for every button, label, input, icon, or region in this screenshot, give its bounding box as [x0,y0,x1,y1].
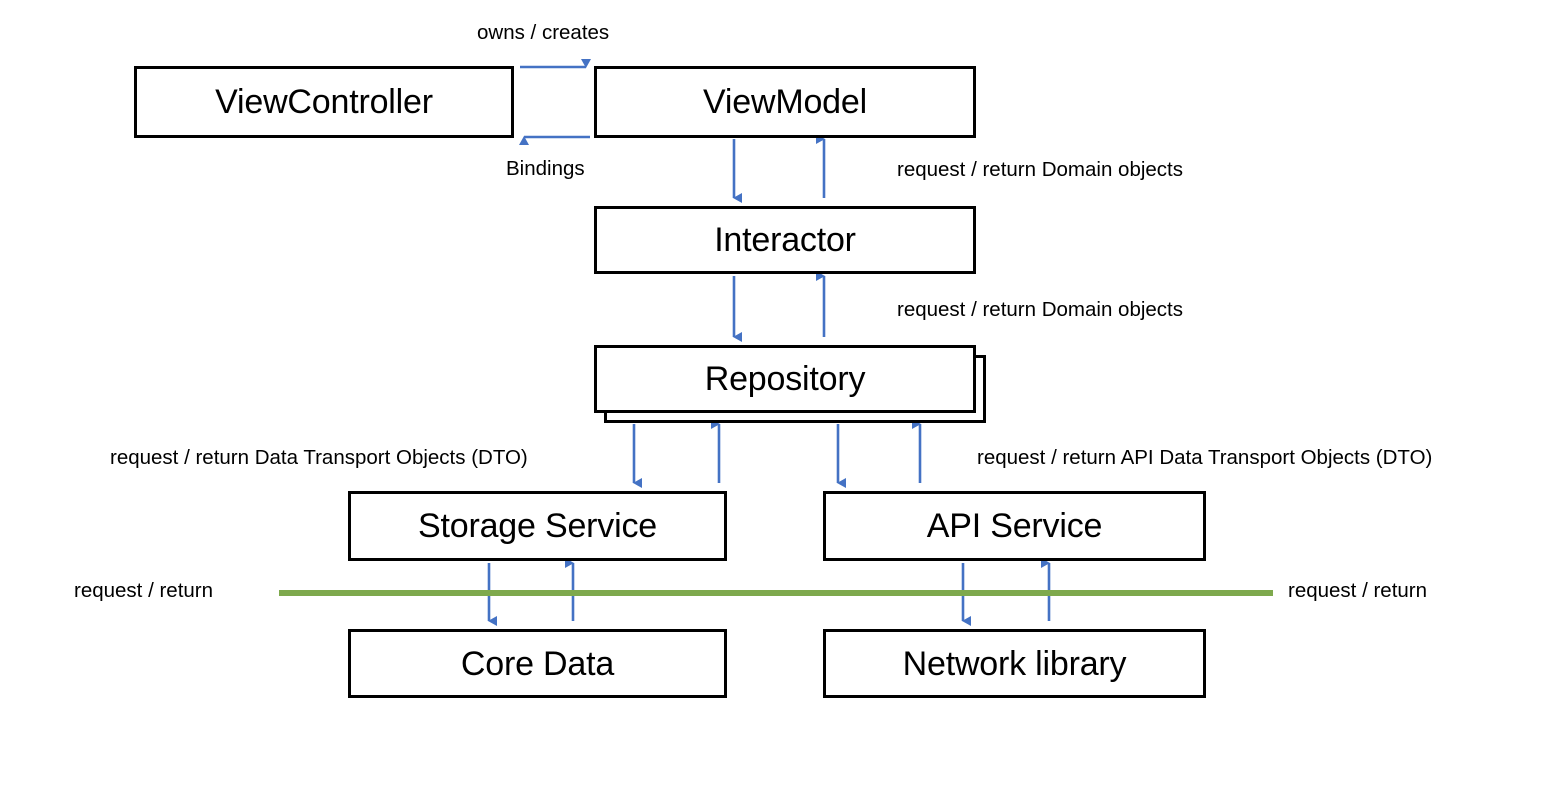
node-network-library[interactable]: Network library [823,629,1206,698]
node-view-controller[interactable]: ViewController [134,66,514,138]
node-label-storage-service: Storage Service [418,507,657,545]
layer-boundary-divider [279,590,1273,596]
node-label-view-controller: ViewController [215,83,433,121]
node-core-data[interactable]: Core Data [348,629,727,698]
node-storage-service[interactable]: Storage Service [348,491,727,561]
node-label-core-data: Core Data [460,644,615,683]
node-label-network-library: Network library [902,644,1127,683]
node-label-interactor: Interactor [714,221,856,259]
edge-label-viewmodel-interactor: request / return Domain objects [897,158,1183,181]
edge-label-repository-storage-dto: request / return Data Transport Objects … [110,446,528,469]
edge-label-owns-creates: owns / creates [477,21,610,44]
edge-label-boundary-left: request / return [74,579,214,602]
edge-label-boundary-right: request / return [1288,579,1428,602]
node-repository[interactable]: Repository [594,345,976,413]
node-label-repository: Repository [704,360,866,398]
node-label-view-model: ViewModel [703,83,867,121]
edge-label-interactor-repository: request / return Domain objects [897,298,1183,321]
edge-label-bindings: Bindings [506,157,585,180]
node-interactor[interactable]: Interactor [594,206,976,274]
node-label-api-service: API Service [926,507,1103,545]
node-api-service[interactable]: API Service [823,491,1206,561]
node-view-model[interactable]: ViewModel [594,66,976,138]
edge-label-repository-api-dto: request / return API Data Transport Obje… [977,446,1433,469]
